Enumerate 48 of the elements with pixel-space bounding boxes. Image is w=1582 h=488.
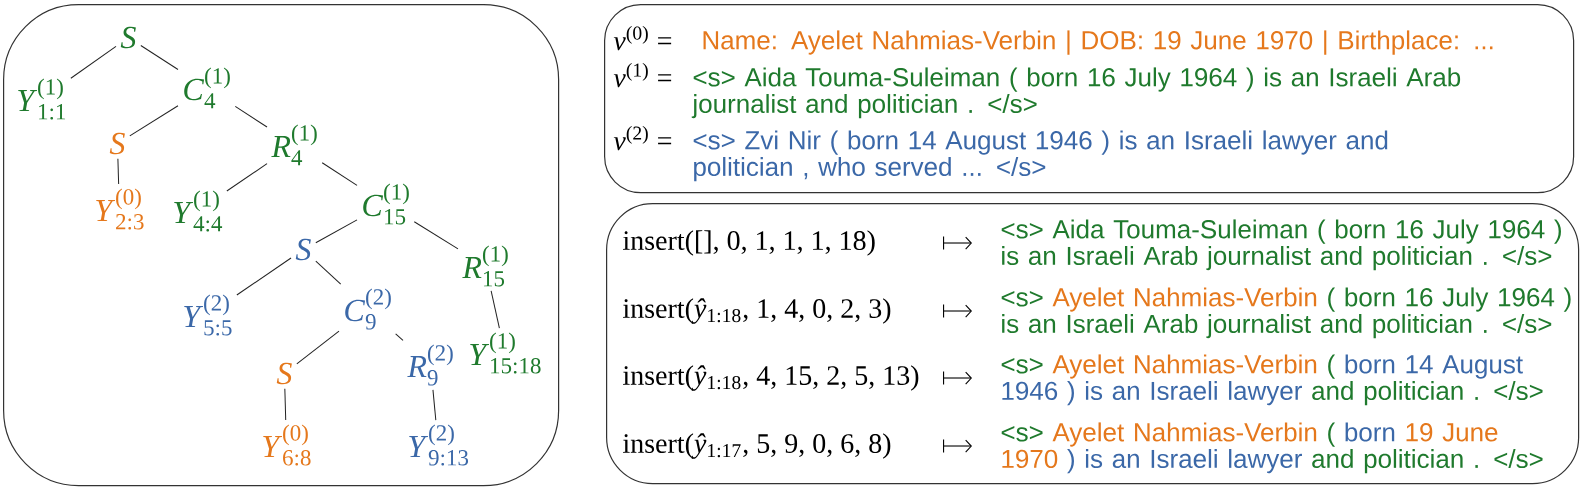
tree-label: S	[276, 362, 292, 385]
tree-line	[395, 333, 404, 341]
sequence-text: <s> Ayelet Nahmias-Verbin ( born 19 June 1970 ) is an Israeli lawyer and politician . </s>	[1001, 422, 1543, 474]
sequence-text: <s> Zvi Nir ( born 14 August 1946 ) is an Israeli lawyer and politician , who served ... </s>	[693, 130, 1388, 182]
tree-line	[117, 158, 120, 185]
formula: insert(ŷ$_{1:18}$, 1, 4, 0, 2, 3)	[623, 298, 891, 324]
tree-label: Y$^{(1)}$1:1	[18, 78, 66, 120]
tree-label: Y$^{(1)}$4:4	[174, 190, 223, 232]
tree-label: S	[120, 26, 136, 49]
rounded-panel	[3, 4, 560, 487]
formula: ν$^{(2)}$ =	[613, 125, 672, 151]
tree-line	[490, 290, 500, 329]
tree-line	[315, 260, 342, 285]
tree-line	[226, 163, 268, 192]
tree-line	[284, 388, 287, 421]
tree-label: Y$^{(2)}$5:5	[184, 294, 232, 336]
formula: insert(ŷ$_{1:17}$, 5, 9, 0, 6, 8)	[623, 433, 891, 459]
tree-line	[296, 330, 340, 365]
formula: insert([], 0, 1, 1, 1, 18)	[623, 230, 875, 256]
tree-label: S	[109, 132, 125, 155]
sequence-text: Name: Ayelet Nahmias-Verbin | DOB: 19 June 1970 | Birthplace: ...	[703, 30, 1493, 55]
tree-label: S	[295, 238, 311, 261]
sequence-text: <s> Ayelet Nahmias-Verbin ( born 14 August 1946 ) is an Israeli lawyer and politician . </s>	[1001, 354, 1543, 406]
tree-label: R$^{(2)}$9	[407, 344, 453, 386]
tree-label: C$^{(2)}$9	[345, 288, 391, 330]
formula: ν$^{(1)}$ =	[613, 62, 672, 88]
sequence-text: <s> Aida Touma-Suleiman ( born 16 July 1964 ) is an Israeli Arab journalist and politician . </s>	[691, 67, 1461, 119]
tree-label: R$^{(1)}$4	[271, 124, 317, 166]
tree-label: C$^{(1)}$15	[363, 183, 409, 225]
tree-line	[321, 162, 358, 186]
tree-line	[236, 257, 292, 296]
formula: ν$^{(0)}$ =	[613, 25, 672, 51]
tree-line	[315, 219, 358, 244]
tree-label: C$^{(1)}$4	[184, 67, 230, 109]
tree-label: R$^{(1)}$15	[462, 245, 508, 287]
tree-line	[129, 105, 179, 137]
formula: insert(ŷ$_{1:18}$, 4, 15, 2, 5, 13)	[623, 365, 919, 391]
tree-line	[70, 45, 117, 79]
tree-label: Y$^{(0)}$2:3	[96, 188, 144, 230]
sequence-text: <s> Ayelet Nahmias-Verbin ( born 16 July 1964 ) is an Israeli Arab journalist and politician . </s>	[1001, 287, 1571, 339]
tree-line	[140, 45, 179, 70]
tree-label: Y$^{(2)}$9:13	[409, 424, 469, 466]
tree-line	[432, 389, 437, 421]
sequence-text: <s> Aida Touma-Suleiman ( born 16 July 1964 ) is an Israeli Arab journalist and politician . </s>	[1001, 219, 1561, 271]
tree-label: Y$^{(1)}$15:18	[470, 332, 541, 374]
tree-label: Y$^{(0)}$6:8	[263, 424, 311, 466]
tree-line	[413, 221, 459, 250]
tree-line	[234, 105, 268, 128]
